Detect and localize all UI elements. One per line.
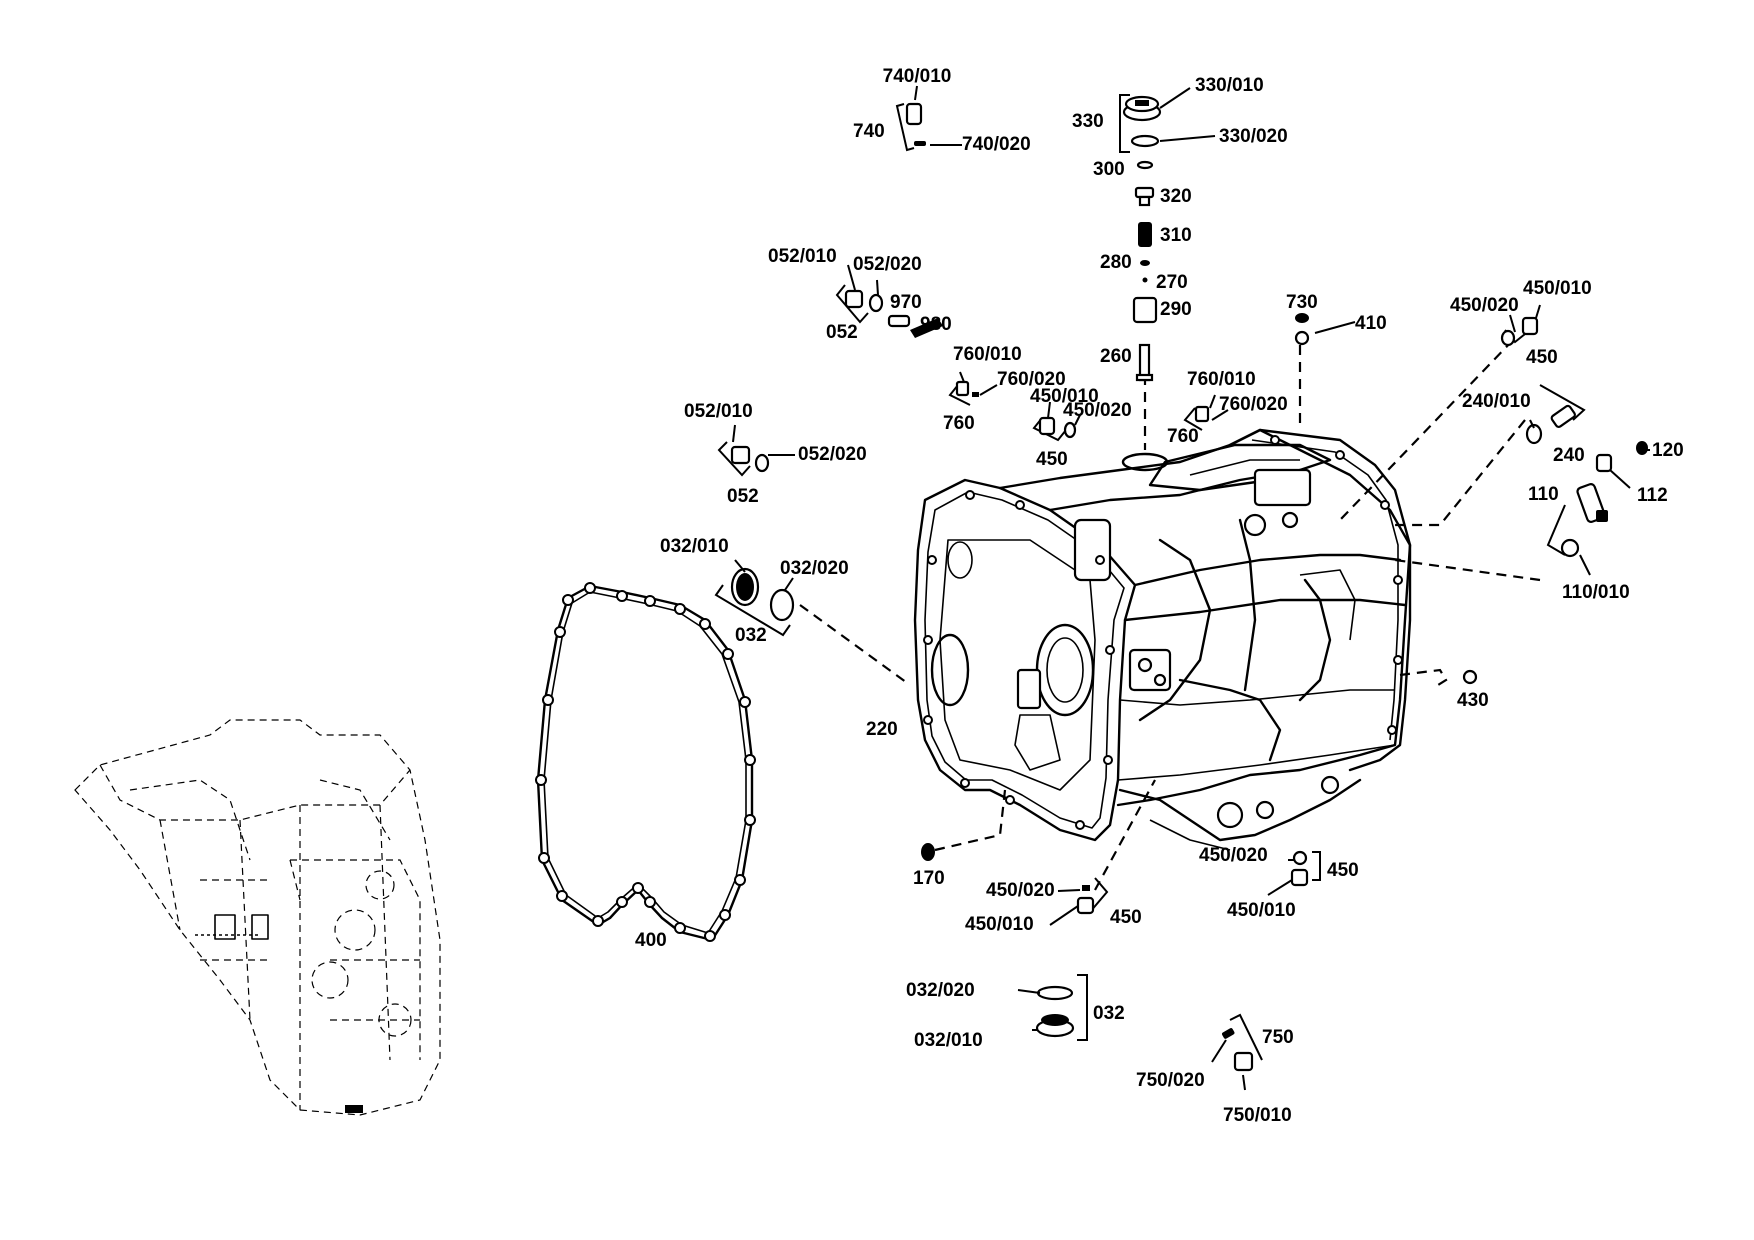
part-labels: 740/010 740 740/020 330/010 330 330/020 … bbox=[635, 66, 1684, 1126]
label-330-010: 330/010 bbox=[1195, 75, 1264, 96]
label-032-010-left: 032/010 bbox=[660, 536, 729, 557]
label-450-mid: 450 bbox=[1036, 449, 1068, 470]
label-052-010: 052/010 bbox=[768, 246, 837, 267]
label-430: 430 bbox=[1457, 690, 1489, 711]
label-052-mid: 052 bbox=[727, 486, 759, 507]
label-450-020-mid: 450/020 bbox=[1063, 400, 1132, 421]
parts bbox=[714, 94, 1648, 1072]
label-760-010-left: 760/010 bbox=[953, 344, 1022, 365]
gasket-400 bbox=[535, 582, 756, 942]
label-450-020-topright: 450/020 bbox=[1450, 295, 1519, 316]
label-450-010-lowmid: 450/010 bbox=[965, 914, 1034, 935]
label-112: 112 bbox=[1637, 485, 1668, 506]
label-240-010: 240/010 bbox=[1462, 391, 1531, 412]
label-750-010: 750/010 bbox=[1223, 1105, 1292, 1126]
label-320: 320 bbox=[1160, 186, 1192, 207]
label-450-lowmid: 450 bbox=[1110, 907, 1142, 928]
label-760-010-right: 760/010 bbox=[1187, 369, 1256, 390]
label-750: 750 bbox=[1262, 1027, 1294, 1048]
label-450-lowright: 450 bbox=[1327, 860, 1359, 881]
label-032-lower: 032 bbox=[1093, 1003, 1125, 1024]
label-450-010-mid: 450/010 bbox=[1030, 386, 1099, 407]
label-032-020-lower: 032/020 bbox=[906, 980, 975, 1001]
label-leaders bbox=[732, 85, 1650, 1091]
label-330-020: 330/020 bbox=[1219, 126, 1288, 147]
label-052-020: 052/020 bbox=[853, 254, 922, 275]
label-410: 410 bbox=[1355, 313, 1387, 334]
label-330: 330 bbox=[1072, 111, 1104, 132]
label-032-010-lower: 032/010 bbox=[914, 1030, 983, 1051]
label-290: 290 bbox=[1160, 299, 1192, 320]
label-170: 170 bbox=[913, 868, 945, 889]
label-450-010-lowright: 450/010 bbox=[1227, 900, 1296, 921]
label-730: 730 bbox=[1286, 292, 1318, 313]
label-760-020-right: 760/020 bbox=[1219, 394, 1288, 415]
label-980: 980 bbox=[920, 314, 952, 335]
label-400: 400 bbox=[635, 930, 667, 951]
label-760-right: 760 bbox=[1167, 426, 1199, 447]
label-300: 300 bbox=[1093, 159, 1125, 180]
label-110: 110 bbox=[1528, 484, 1559, 505]
label-760-020-left: 760/020 bbox=[997, 369, 1066, 390]
label-740: 740 bbox=[853, 121, 885, 142]
label-270: 270 bbox=[1156, 272, 1188, 293]
label-220: 220 bbox=[866, 719, 898, 740]
orientation-view bbox=[74, 719, 441, 1116]
label-260: 260 bbox=[1100, 346, 1132, 367]
label-760-left: 760 bbox=[943, 413, 975, 434]
label-450-020-lowmid: 450/020 bbox=[986, 880, 1055, 901]
label-740-010: 740/010 bbox=[883, 66, 952, 87]
transmission-housing bbox=[913, 428, 1412, 851]
label-450-topright: 450 bbox=[1526, 347, 1558, 368]
label-032-020-left: 032/020 bbox=[780, 558, 849, 579]
assembly-lines bbox=[799, 339, 1541, 891]
label-240: 240 bbox=[1553, 445, 1585, 466]
label-052-top: 052 bbox=[826, 322, 858, 343]
label-052-010-mid: 052/010 bbox=[684, 401, 753, 422]
label-052-020-mid: 052/020 bbox=[798, 444, 867, 465]
label-450-010-topright: 450/010 bbox=[1523, 278, 1592, 299]
label-310: 310 bbox=[1160, 225, 1192, 246]
label-750-020: 750/020 bbox=[1136, 1070, 1205, 1091]
label-110-010: 110/010 bbox=[1562, 582, 1630, 603]
label-032-left: 032 bbox=[735, 625, 767, 646]
label-970: 970 bbox=[890, 292, 922, 313]
label-120: 120 bbox=[1652, 440, 1684, 461]
label-280: 280 bbox=[1100, 252, 1132, 273]
label-740-020: 740/020 bbox=[962, 134, 1031, 155]
label-450-020-lowright: 450/020 bbox=[1199, 845, 1268, 866]
